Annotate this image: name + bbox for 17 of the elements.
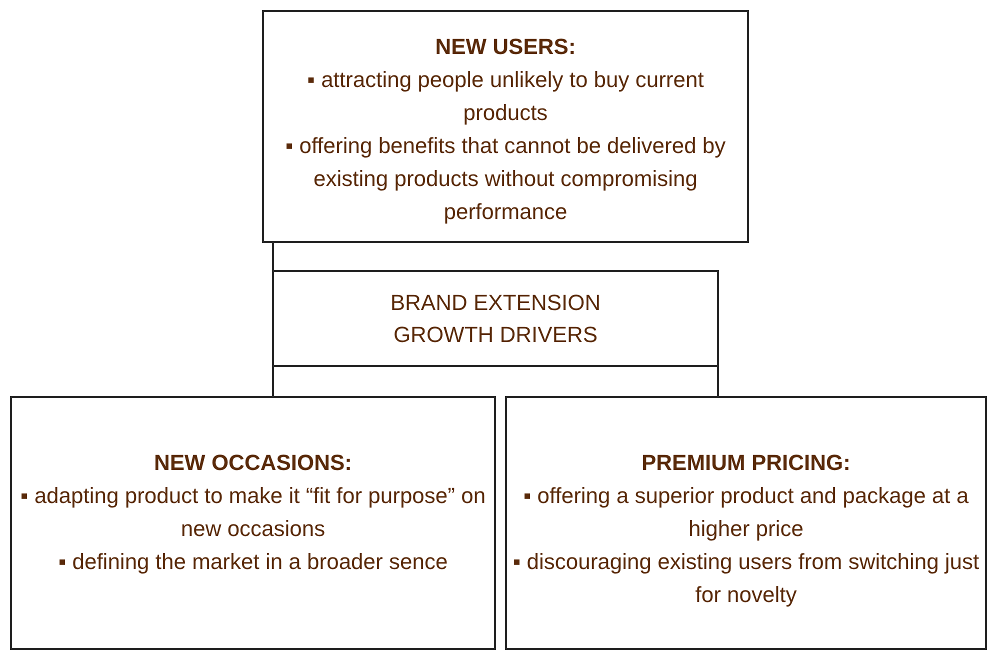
content-box	[262, 10, 749, 243]
bullet-point: ▪ offering a superior product and package at a higher price	[522, 482, 970, 543]
title-box	[272, 270, 719, 367]
heading: PREMIUM PRICING:	[642, 449, 850, 477]
bullet-point: ▪ offering benefits that cannot be delivered by existing products without compromising performance	[284, 132, 727, 226]
heading: NEW OCCASIONS:	[154, 449, 352, 477]
content-box	[505, 396, 987, 650]
bullet-point: ▪ adapting product to make it “fit for purpose” on new occasions	[19, 482, 487, 543]
content-box	[10, 396, 496, 650]
title-text: BRAND EXTENSION GROWTH DRIVERS	[389, 288, 602, 348]
connector-line	[717, 367, 719, 396]
connector-line	[272, 243, 274, 270]
connector-line	[272, 367, 274, 396]
bullet-point: ▪ discouraging existing users from switching just for novelty	[512, 548, 980, 609]
bullet-point: ▪ attracting people unlikely to buy current products	[306, 66, 705, 127]
bullet-point: ▪ defining the market in a broader sence	[57, 548, 449, 576]
heading: NEW USERS:	[435, 33, 576, 61]
